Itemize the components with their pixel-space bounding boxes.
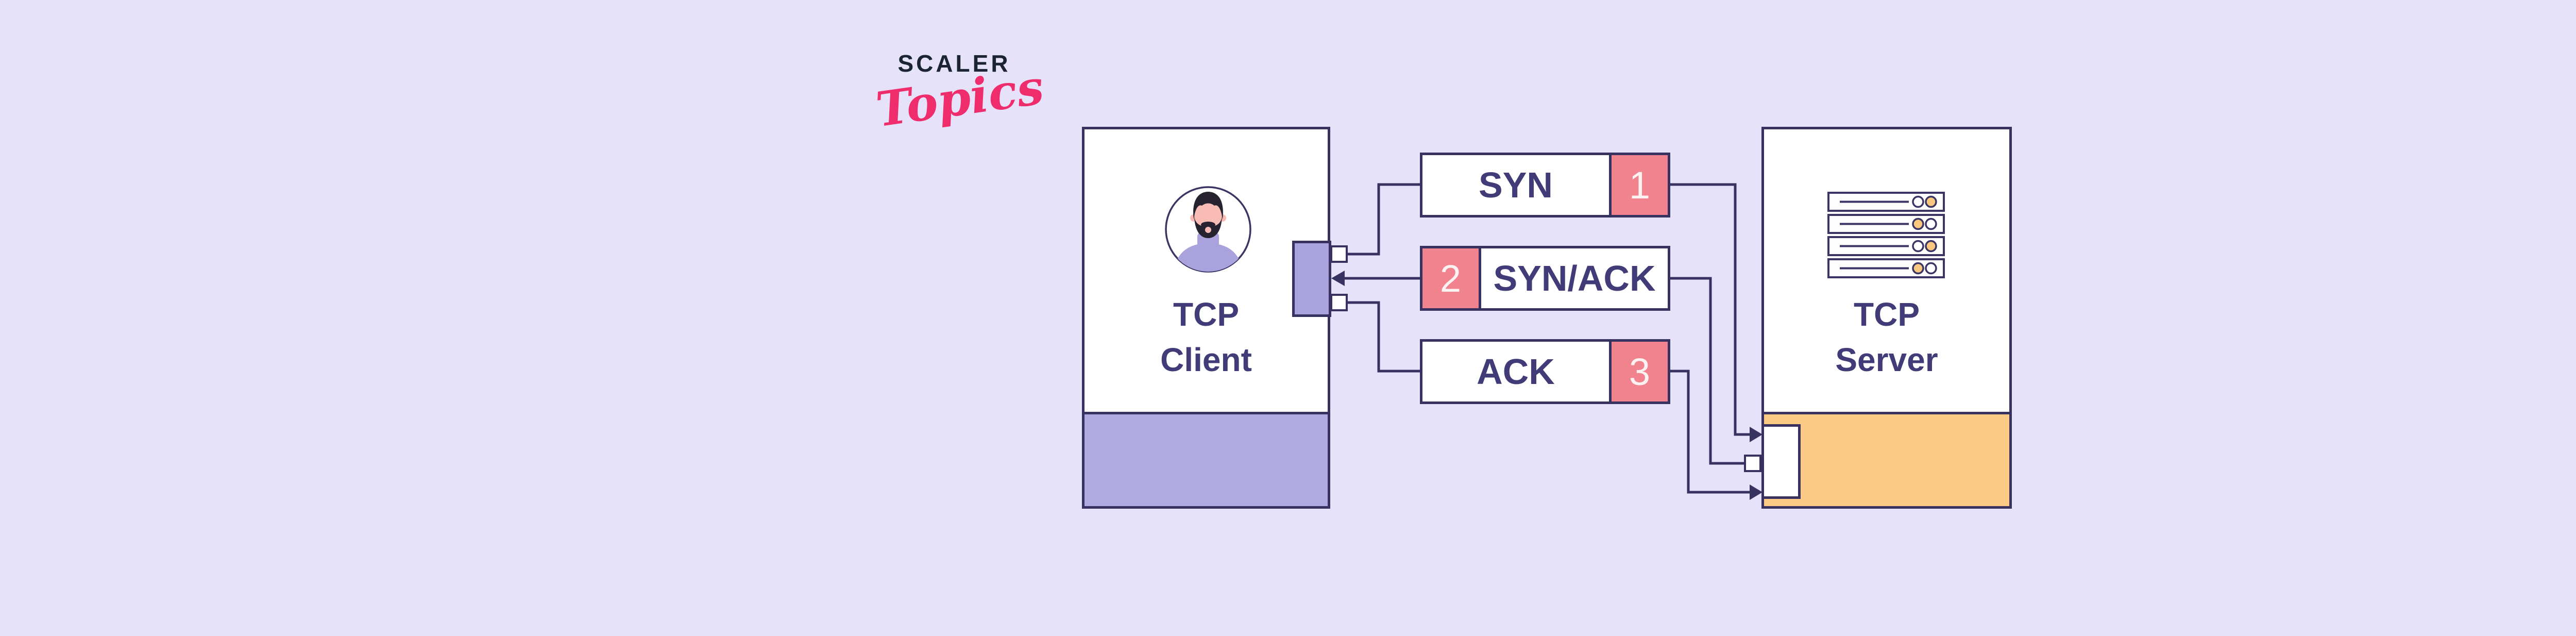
server-network-connector	[1761, 424, 1801, 499]
step-badge-1: 1	[1609, 155, 1668, 215]
ack-line-server-side	[1670, 370, 1751, 494]
tcp-server-title-line1: TCP	[1854, 296, 1920, 333]
tcp-server-title: TCP Server	[1761, 292, 2012, 382]
tcp-client-title-line2: Client	[1160, 341, 1252, 378]
server-port-synack-out	[1744, 455, 1761, 472]
client-network-connector	[1292, 241, 1331, 317]
ack-label: ACK	[1477, 352, 1555, 392]
client-port-ack-out	[1330, 294, 1348, 311]
arrowhead-icon-synack-into-client	[1331, 271, 1345, 286]
arrowhead-icon-ack-into-server	[1750, 484, 1762, 500]
server-rack-icon	[1827, 192, 1945, 278]
syn-line-server-side	[1670, 183, 1751, 436]
client-port-syn-out	[1330, 245, 1348, 263]
tcp-client-title-line1: TCP	[1173, 296, 1239, 333]
synack-label: SYN/ACK	[1493, 258, 1656, 298]
tcp-server-title-line2: Server	[1835, 341, 1938, 378]
ack-line-client-side	[1347, 301, 1420, 373]
scaler-logo-brand: SCALER	[897, 50, 1011, 77]
step-badge-3: 3	[1609, 342, 1668, 401]
tcp-client-title: TCP Client	[1082, 292, 1330, 382]
user-avatar-icon	[1165, 186, 1251, 273]
syn-label: SYN	[1479, 165, 1553, 205]
arrowhead-icon-syn-into-server	[1750, 427, 1762, 442]
message-row-synack: 2 SYN/ACK	[1420, 246, 1670, 311]
message-row-ack: ACK 3	[1420, 339, 1670, 404]
message-row-syn: SYN 1	[1420, 153, 1670, 217]
tcp-server-footer	[1761, 412, 2012, 509]
synack-line-server-side	[1670, 277, 1744, 465]
syn-line-client-side	[1347, 183, 1420, 256]
tcp-client-footer	[1082, 412, 1330, 509]
step-badge-2: 2	[1422, 248, 1481, 308]
